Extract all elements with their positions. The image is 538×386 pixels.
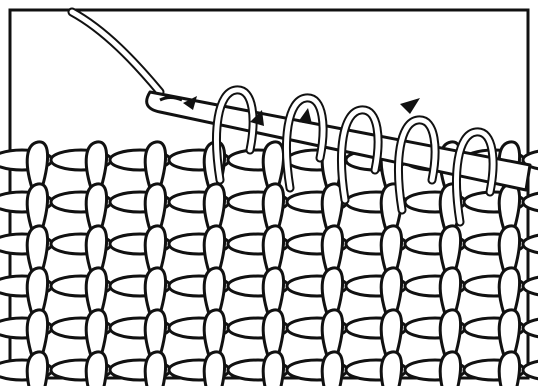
vertical-loop: [440, 310, 460, 356]
vertical-loop: [499, 268, 519, 314]
vertical-loop: [263, 268, 283, 314]
vertical-loop: [86, 184, 106, 230]
vertical-loop: [440, 226, 460, 272]
vertical-loop: [499, 226, 519, 272]
vertical-loop: [86, 226, 106, 272]
vertical-loop: [204, 352, 224, 386]
vertical-loop: [204, 184, 224, 230]
vertical-loop: [263, 184, 283, 230]
vertical-loop: [263, 142, 283, 188]
vertical-loop: [27, 310, 47, 356]
vertical-loop: [86, 310, 106, 356]
vertical-loop: [499, 352, 519, 386]
vertical-loop: [440, 352, 460, 386]
vertical-loop: [204, 268, 224, 314]
horizontal-bar: [523, 318, 538, 338]
vertical-loop: [27, 268, 47, 314]
vertical-loop: [145, 352, 165, 386]
horizontal-bar: [523, 276, 538, 296]
arrow-icon: [400, 98, 420, 114]
arrow-icon: [298, 108, 312, 124]
vertical-loop: [27, 226, 47, 272]
vertical-loop: [322, 268, 342, 314]
vertical-loop: [499, 310, 519, 356]
vertical-loop: [145, 142, 165, 188]
vertical-loop: [381, 226, 401, 272]
vertical-loop: [263, 352, 283, 386]
vertical-loop: [381, 352, 401, 386]
vertical-loop: [86, 142, 106, 188]
vertical-loop: [381, 268, 401, 314]
vertical-loop: [27, 352, 47, 386]
vertical-loop: [145, 310, 165, 356]
vertical-loop: [204, 226, 224, 272]
vertical-loop: [145, 268, 165, 314]
vertical-loop: [499, 184, 519, 230]
vertical-loop: [381, 310, 401, 356]
vertical-loop: [145, 226, 165, 272]
vertical-loop: [86, 352, 106, 386]
vertical-loop: [27, 142, 47, 188]
vertical-loop: [86, 268, 106, 314]
vertical-loop: [440, 268, 460, 314]
vertical-loop: [204, 310, 224, 356]
vertical-loop: [263, 310, 283, 356]
vertical-loop: [145, 184, 165, 230]
horizontal-bar: [523, 192, 538, 212]
vertical-loop: [322, 226, 342, 272]
vertical-loop: [322, 352, 342, 386]
vertical-loop: [322, 310, 342, 356]
vertical-loop: [27, 184, 47, 230]
vertical-loop: [263, 226, 283, 272]
horizontal-bar: [523, 234, 538, 254]
